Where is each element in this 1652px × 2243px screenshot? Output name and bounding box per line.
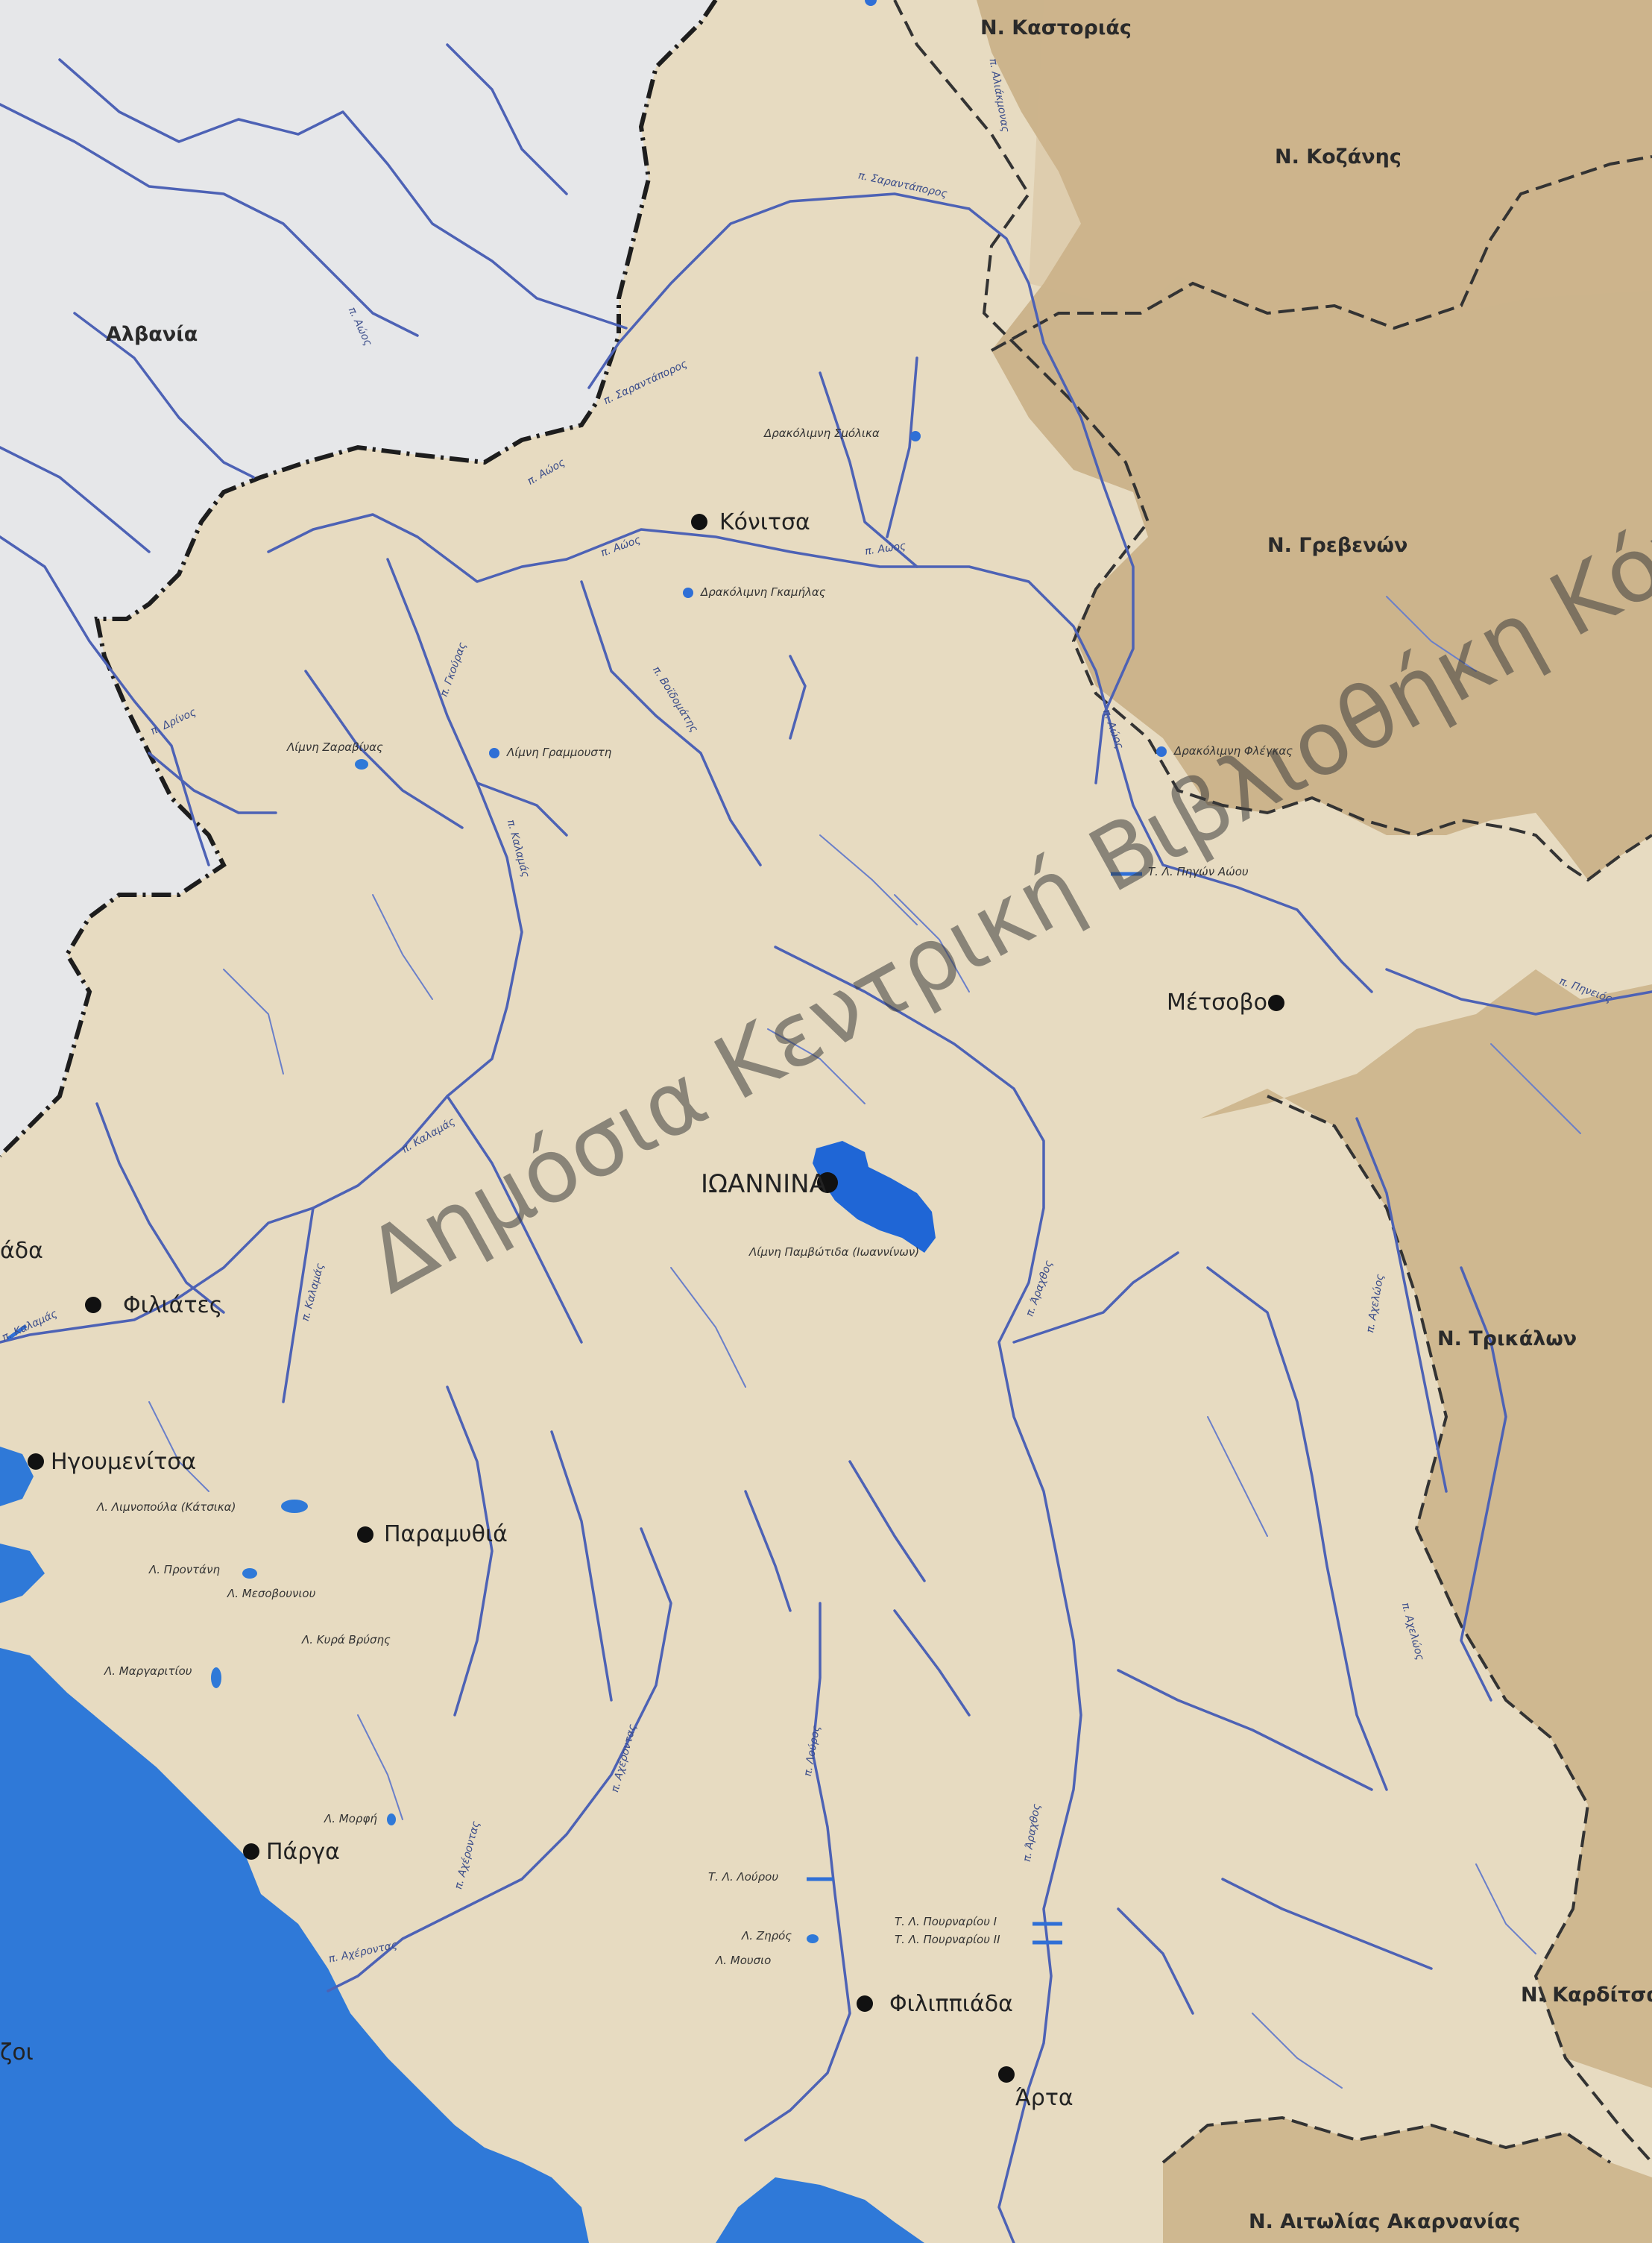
prefecture-border-south [1161,2115,1612,2164]
label-karditsa: Ν. Καρδίτσας [1521,1984,1652,2007]
label-albania: Αλβανία [106,323,198,346]
sea-ionian [0,1648,589,2243]
label-parga: Πάργα [266,1839,340,1865]
region-trikala [1200,969,1652,1737]
label-l-morfi: Λ. Μορφή [324,1812,377,1825]
albania-border-line [0,0,718,1158]
label-filippiada: Φιλιππιάδα [889,1991,1013,2017]
label-drakolimni-flegkas: Δρακόλιμνη Φλέγκας [1174,744,1293,758]
label-l-mousio: Λ. Μουσιο [716,1954,772,1967]
label-aitoloakarnania: Ν. Αιτωλίας Ακαρνανίας [1249,2210,1521,2233]
region-albania [0,0,716,1156]
label-l-ziros: Λ. Ζηρός [742,1929,792,1942]
label-l-limnopoula: Λ. Λιμνοπούλα (Κάτσικα) [97,1500,236,1514]
region-kastoria-area [895,0,1652,880]
region-aitoloakarnania [1163,2118,1652,2243]
label-l-prontani: Λ. Προντάνη [149,1563,220,1576]
sea-amvrakikos [716,2177,924,2243]
label-l-kiras-vrysis: Λ. Κυρά Βρύσης [302,1633,391,1646]
label-filiates: Φιλιάτες [123,1292,223,1318]
label-ioannina: ΙΩΑΝΝΙΝΑ [701,1169,827,1199]
label-kozani: Ν. Κοζάνης [1275,145,1402,169]
minor-streams [148,596,1581,2089]
label-limni-gramousti: Λίμνη Γραμμουστη [507,746,612,759]
label-l-margariti: Λ. Μαργαριτίου [104,1664,192,1678]
dam-markers [6,872,1142,1945]
city-dots [28,514,1284,2083]
label-limni-zaravinas: Λίμνη Ζαραβίνας [287,740,383,754]
label-drakolimni-gkamilas: Δρακόλιμνη Γκαμήλας [701,585,826,599]
region-kozani-fill [1029,0,1652,328]
small-lakes [211,759,819,1943]
label-limni-pamvotida: Λίμνη Παμβώτιδα (Ιωαννίνων) [749,1245,920,1259]
label-left-partial-ada: άδα [0,1238,43,1264]
label-l-mesovouniou: Λ. Μεσοβουνιου [227,1587,316,1600]
region-karditsa [1536,1737,1652,2088]
label-drakolimni-smolika: Δρακόλιμνη Σμόλικα [764,427,880,440]
label-konitsa: Κόνιτσα [719,509,810,535]
prefecture-border-kozani [991,155,1652,352]
blue-lake-dots [489,0,1167,758]
prefecture-border-east [893,0,1652,882]
sea-igoumenitsa-inlet [0,1447,45,1603]
label-paramythia: Παραμυθιά [384,1521,508,1547]
label-arta: Άρτα [1015,2085,1074,2111]
label-grevena: Ν. Γρεβενών [1267,534,1408,557]
label-kastoria: Ν. Καστοριάς [980,16,1132,40]
label-trikala: Ν. Τρικάλων [1437,1327,1577,1350]
rivers [0,43,1652,2243]
label-tl-louros: Τ. Λ. Λούρου [708,1870,778,1884]
label-left-partial-zoi: ζοι [0,2039,34,2066]
label-tl-pournari-2: Τ. Λ. Πουρναρίου II [895,1933,1000,1946]
label-igoumenitsa: Ηγουμενίτσα [51,1449,197,1475]
label-tl-pigon-aoou: Τ. Λ. Πηγών Αώου [1148,865,1249,878]
label-metsovo: Μέτσοβο [1167,990,1268,1016]
lake-pamvotida [813,1141,936,1253]
label-tl-pournari-1: Τ. Λ. Πουρναρίου I [895,1915,997,1928]
